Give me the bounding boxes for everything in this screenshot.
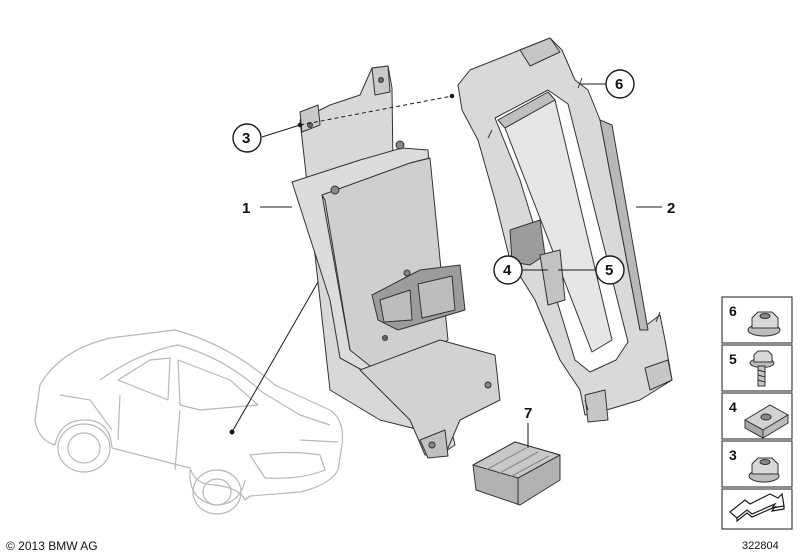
legend-item-6: 6 bbox=[721, 296, 793, 344]
svg-text:6: 6 bbox=[615, 76, 623, 93]
leader-lines bbox=[260, 83, 662, 448]
hex-nut-icon bbox=[748, 457, 780, 483]
mounting-frame bbox=[457, 37, 673, 423]
legend-item-3: 3 bbox=[721, 440, 793, 488]
svg-text:5: 5 bbox=[605, 262, 613, 279]
flange-nut-icon bbox=[747, 311, 781, 337]
connector-part bbox=[472, 441, 561, 506]
svg-text:3: 3 bbox=[729, 447, 737, 463]
car-outline bbox=[34, 329, 344, 515]
parts-legend: 6 5 4 bbox=[721, 296, 793, 530]
callout-6-circle: 6 bbox=[605, 69, 635, 99]
copyright-text: © 2013 BMW AG bbox=[6, 539, 98, 553]
legend-location-box bbox=[721, 488, 793, 530]
location-arrow-icon bbox=[729, 492, 785, 523]
svg-text:5: 5 bbox=[729, 351, 737, 367]
legend-item-5: 5 bbox=[721, 344, 793, 392]
callout-7: 7 bbox=[524, 405, 532, 422]
control-unit-assembly bbox=[291, 65, 501, 459]
clip-nut-icon bbox=[744, 404, 789, 439]
diagram-number: 322804 bbox=[742, 540, 779, 552]
svg-text:4: 4 bbox=[729, 399, 737, 415]
callout-2: 2 bbox=[667, 200, 675, 217]
callout-4-circle: 4 bbox=[493, 255, 523, 285]
callout-3-circle: 3 bbox=[232, 123, 262, 153]
svg-text:4: 4 bbox=[503, 262, 512, 279]
svg-text:3: 3 bbox=[242, 130, 250, 147]
legend-item-4: 4 bbox=[721, 392, 793, 440]
svg-text:6: 6 bbox=[729, 303, 737, 319]
callout-5-circle: 5 bbox=[595, 255, 625, 285]
leader-car bbox=[231, 281, 319, 433]
hex-bolt-icon bbox=[749, 350, 775, 387]
callout-1: 1 bbox=[242, 200, 250, 217]
